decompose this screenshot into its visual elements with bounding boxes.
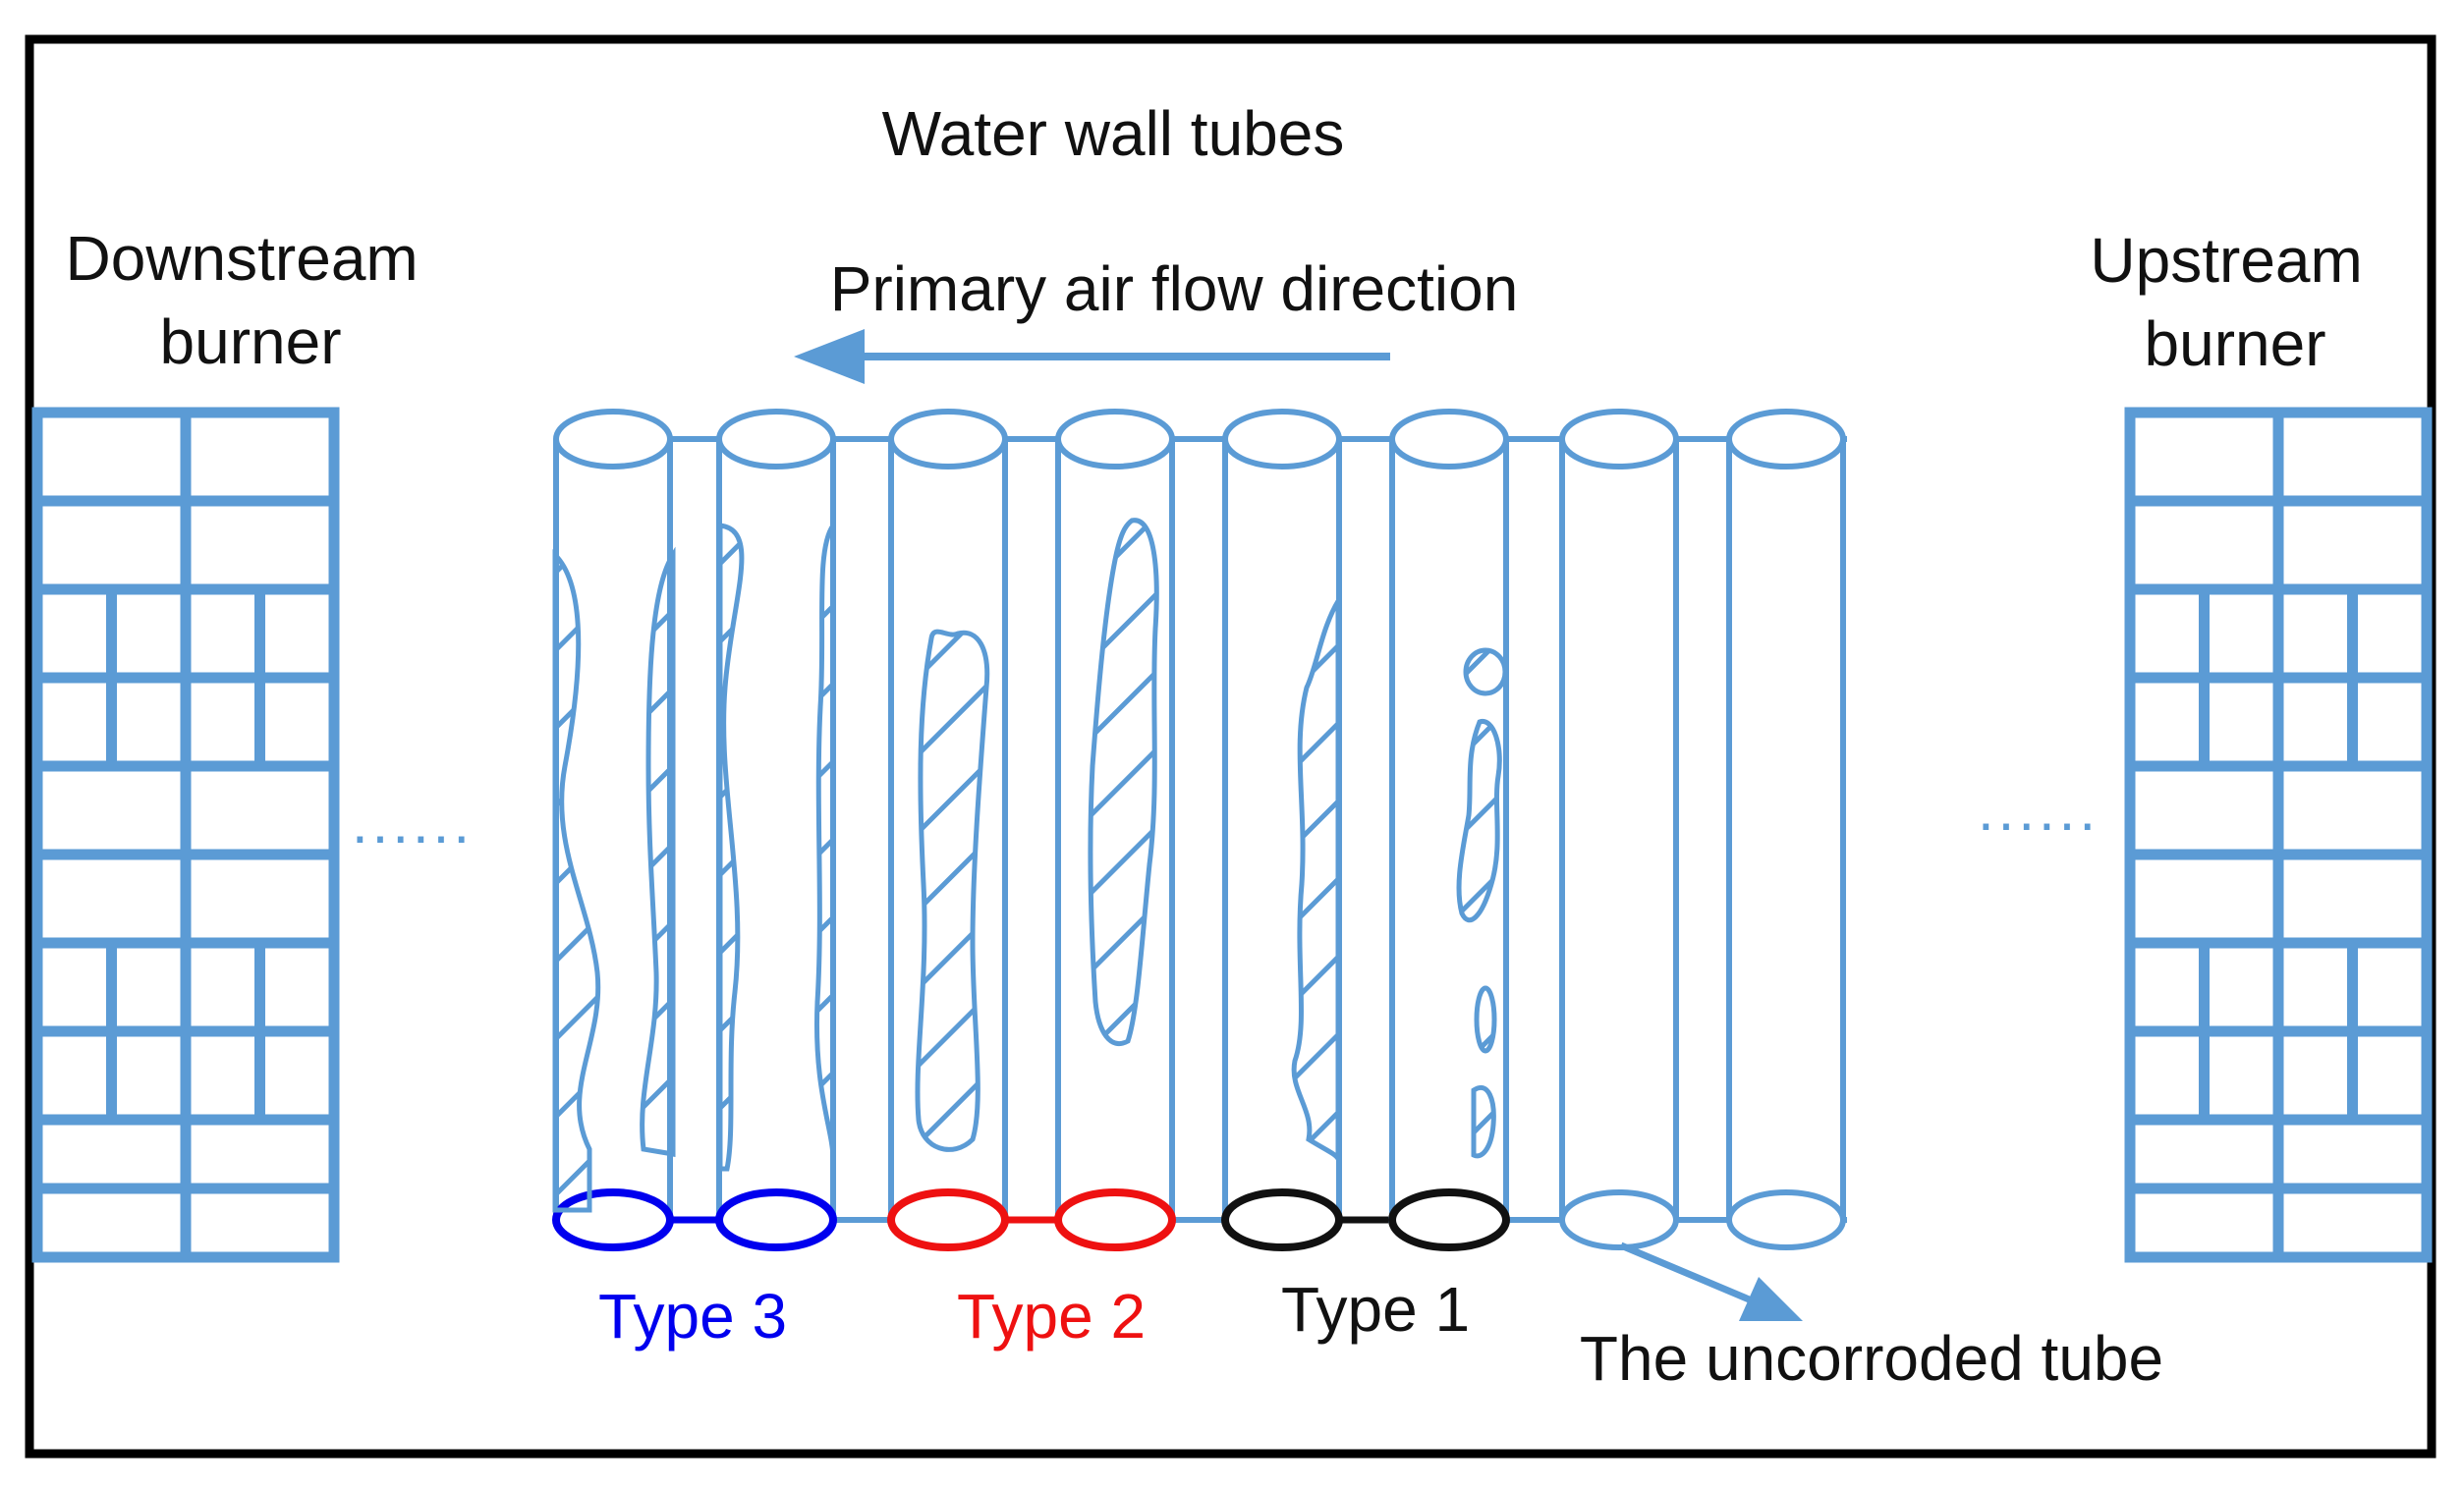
arrow-label: Primary air flow direction [830, 253, 1519, 324]
uncorroded-pointer-arrow [1619, 1242, 1803, 1321]
tube-2 [715, 409, 837, 1251]
corrosion-patch-t5 [1291, 592, 1341, 1161]
corrosion-patch-t6-a [1463, 647, 1508, 696]
tube-4-bottom-type2 [1054, 1188, 1176, 1251]
corrosion-patch-t1-left [552, 548, 601, 1213]
burner-right-row-5 [2124, 1114, 2433, 1263]
tube-3-top [888, 409, 1008, 469]
upstream-burner-grid [2124, 407, 2433, 1263]
tube-6-bottom-type1 [1388, 1188, 1510, 1251]
water-wall-tubes [552, 409, 1846, 1251]
tube-7-top [1559, 409, 1679, 469]
tube-2-bottom-type3 [715, 1188, 837, 1251]
legend-uncorroded: The uncorroded tube [1580, 1323, 2163, 1394]
corrosion-patch-t6-c [1474, 985, 1497, 1054]
ellipsis-left: ...... [352, 790, 474, 855]
corrosion-patch-t3 [915, 629, 990, 1152]
tube-5-bottom-type1 [1221, 1188, 1343, 1251]
legend-type3: Type 3 [598, 1281, 787, 1352]
corrosion-patch-t2-left [717, 523, 745, 1172]
tube-5-top [1222, 409, 1342, 469]
tube-1-top [553, 409, 673, 469]
corrosion-patch-t1-right [640, 546, 676, 1157]
downstream-burner-grid [31, 407, 340, 1263]
upstream-burner-line1: Upstream [2090, 225, 2362, 296]
tube-2-top [716, 409, 836, 469]
airflow-arrow [794, 329, 1390, 384]
tube-6-top [1389, 409, 1509, 469]
downstream-burner-line1: Downstream [66, 223, 419, 294]
corrosion-patch-t2-right [813, 518, 836, 1160]
upstream-burner-label: Upstream burner [2090, 225, 2380, 379]
tube-5 [1221, 409, 1343, 1251]
ellipsis-right: ...... [1978, 777, 2100, 843]
diagram-title: Water wall tubes [882, 98, 1345, 169]
tube-7-bottom-uncorroded [1559, 1189, 1679, 1250]
tube-8 [1726, 409, 1846, 1250]
tube-8-top [1726, 409, 1846, 469]
downstream-burner-line2: burner [160, 306, 342, 377]
tube-7 [1559, 409, 1679, 1250]
legend-type2: Type 2 [957, 1281, 1146, 1352]
downstream-burner-label: Downstream burner [66, 223, 436, 377]
corrosion-patch-t6-b [1456, 719, 1502, 923]
corrosion-patch-t6-d [1471, 1085, 1496, 1159]
legend-type1: Type 1 [1281, 1274, 1470, 1345]
tube-8-bottom-uncorroded [1726, 1189, 1846, 1250]
upstream-burner-line2: burner [2145, 308, 2326, 379]
tube-3-bottom-type2 [887, 1188, 1009, 1251]
tube-4-top [1055, 409, 1175, 469]
burner-left-row-5 [31, 1114, 340, 1263]
corrosion-patches [552, 518, 1508, 1213]
corrosion-patch-t4 [1088, 518, 1159, 1046]
